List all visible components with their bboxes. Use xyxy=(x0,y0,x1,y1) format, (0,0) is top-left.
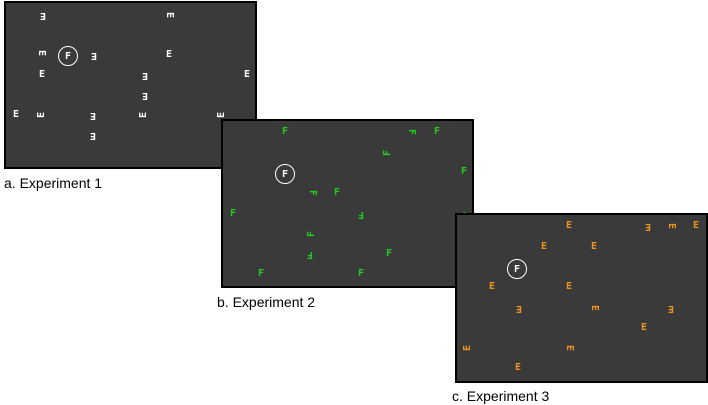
distractor-letter: F xyxy=(307,189,318,197)
target-letter: F xyxy=(281,168,289,180)
distractor-letter: F xyxy=(382,149,393,157)
distractor-letter: F xyxy=(306,230,317,238)
distractor-letter: E xyxy=(89,130,97,141)
distractor-letter: E xyxy=(564,344,575,352)
distractor-letter: E xyxy=(165,49,173,60)
distractor-letter: E xyxy=(565,281,573,292)
distractor-letter: E xyxy=(462,344,473,352)
distractor-letter: E xyxy=(666,222,677,230)
target-letter: F xyxy=(64,50,72,62)
distractor-letter: E xyxy=(589,304,600,312)
distractor-letter: F xyxy=(433,126,441,137)
distractor-letter: F xyxy=(460,166,468,177)
distractor-letter: F xyxy=(357,268,365,279)
distractor-letter: E xyxy=(515,303,523,314)
target-letter-circle: F xyxy=(507,259,527,279)
distractor-letter: F xyxy=(357,209,365,220)
target-letter-circle: F xyxy=(275,164,295,184)
distractor-letter: F xyxy=(257,268,265,279)
distractor-letter: E xyxy=(488,281,496,292)
distractor-letter: F xyxy=(281,126,289,137)
experiment-3-caption: c. Experiment 3 xyxy=(452,388,550,404)
target-letter-circle: F xyxy=(58,46,78,66)
distractor-letter: E xyxy=(141,90,149,101)
distractor-letter: E xyxy=(39,10,47,21)
distractor-letter: F xyxy=(406,128,417,136)
target-letter: F xyxy=(513,263,521,275)
experiment-2-caption: b. Experiment 2 xyxy=(217,294,316,310)
distractor-letter: E xyxy=(590,241,598,252)
distractor-letter: E xyxy=(514,362,522,373)
distractor-letter: E xyxy=(12,109,20,120)
distractor-letter: E xyxy=(141,70,149,81)
distractor-letter: E xyxy=(36,111,47,119)
distractor-letter: F xyxy=(333,187,341,198)
distractor-letter: E xyxy=(243,69,251,80)
experiment-1-caption: a. Experiment 1 xyxy=(4,175,103,191)
distractor-letter: F xyxy=(385,248,393,259)
distractor-letter: F xyxy=(229,208,237,219)
distractor-letter: E xyxy=(640,322,648,333)
distractor-letter: E xyxy=(565,220,573,231)
experiment-2-display: FFFFFFFFFFFFFFFF xyxy=(221,119,474,288)
distractor-letter: E xyxy=(138,111,149,119)
distractor-letter: E xyxy=(38,69,46,80)
distractor-letter: E xyxy=(540,241,548,252)
distractor-letter: E xyxy=(90,50,98,61)
distractor-letter: E xyxy=(667,303,675,314)
distractor-letter: E xyxy=(644,221,652,232)
experiment-3-display: E E E E E E E E E E E E E E E F xyxy=(455,213,708,383)
distractor-letter: F xyxy=(306,249,314,260)
distractor-letter: E xyxy=(36,49,47,57)
distractor-letter: E xyxy=(164,11,175,19)
distractor-letter: E xyxy=(692,220,700,231)
distractor-letter: E xyxy=(89,110,97,121)
